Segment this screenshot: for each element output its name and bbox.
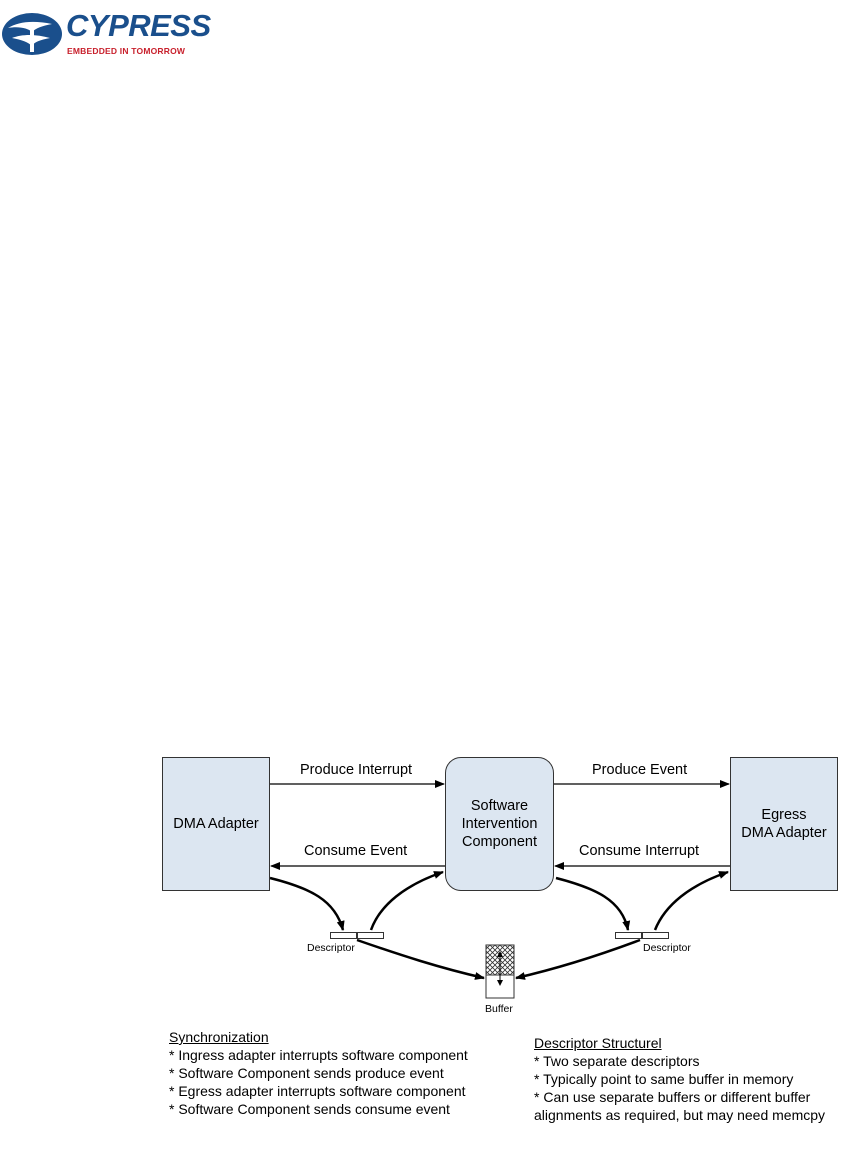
- descriptor-item: * Can use separate buffers or different …: [534, 1089, 826, 1123]
- cypress-tree-icon: [2, 13, 62, 55]
- sync-item: * Egress adapter interrupts software com…: [169, 1083, 466, 1099]
- cypress-logo: CYPRESS EMBEDDED IN TOMORROW: [2, 6, 211, 58]
- right-descriptor-slot-b: [642, 932, 669, 939]
- right-descriptor-slot-a: [615, 932, 642, 939]
- software-to-descriptor-arrow: [555, 876, 631, 931]
- egress-dma-adapter-box: Egress DMA Adapter: [730, 757, 838, 891]
- descriptor-item: * Typically point to same buffer in memo…: [534, 1071, 794, 1087]
- consume-interrupt-label: Consume Interrupt: [579, 843, 700, 859]
- left-descriptor-to-buffer-arrow: [356, 938, 485, 980]
- descriptor-structure-heading: Descriptor Structurel: [534, 1035, 662, 1051]
- descriptor-structure-notes: Descriptor Structurel * Two separate des…: [534, 1034, 834, 1124]
- descriptor-item: * Two separate descriptors: [534, 1053, 700, 1069]
- sync-item: * Software Component sends consume event: [169, 1101, 450, 1117]
- produce-event-label: Produce Event: [592, 762, 688, 778]
- buffer-block: [485, 944, 515, 999]
- left-descriptor-slot-a: [330, 932, 357, 939]
- descriptor-to-software-arrow: [369, 870, 444, 931]
- dma-to-descriptor-arrow: [269, 876, 345, 931]
- left-descriptor-slot-b: [357, 932, 384, 939]
- right-descriptor-to-buffer-arrow: [515, 938, 641, 980]
- synchronization-notes: Synchronization * Ingress adapter interr…: [169, 1028, 468, 1118]
- sync-item: * Ingress adapter interrupts software co…: [169, 1047, 468, 1063]
- right-descriptor-label: Descriptor: [643, 942, 691, 954]
- software-intervention-label: Software Intervention Component: [461, 798, 538, 850]
- synchronization-heading: Synchronization: [169, 1029, 269, 1045]
- software-intervention-box: Software Intervention Component: [445, 757, 554, 891]
- logo-name: CYPRESS: [66, 8, 211, 43]
- dma-adapter-label: DMA Adapter: [173, 816, 259, 832]
- left-descriptor-label: Descriptor: [307, 942, 355, 954]
- sync-item: * Software Component sends produce event: [169, 1065, 444, 1081]
- buffer-label: Buffer: [485, 1003, 513, 1015]
- consume-event-label: Consume Event: [304, 843, 408, 859]
- egress-dma-adapter-label: Egress DMA Adapter: [741, 807, 827, 841]
- dma-adapter-box: DMA Adapter: [162, 757, 270, 891]
- descriptor-to-egress-arrow: [653, 870, 729, 931]
- logo-tagline: EMBEDDED IN TOMORROW: [67, 46, 186, 56]
- produce-interrupt-label: Produce Interrupt: [300, 762, 413, 778]
